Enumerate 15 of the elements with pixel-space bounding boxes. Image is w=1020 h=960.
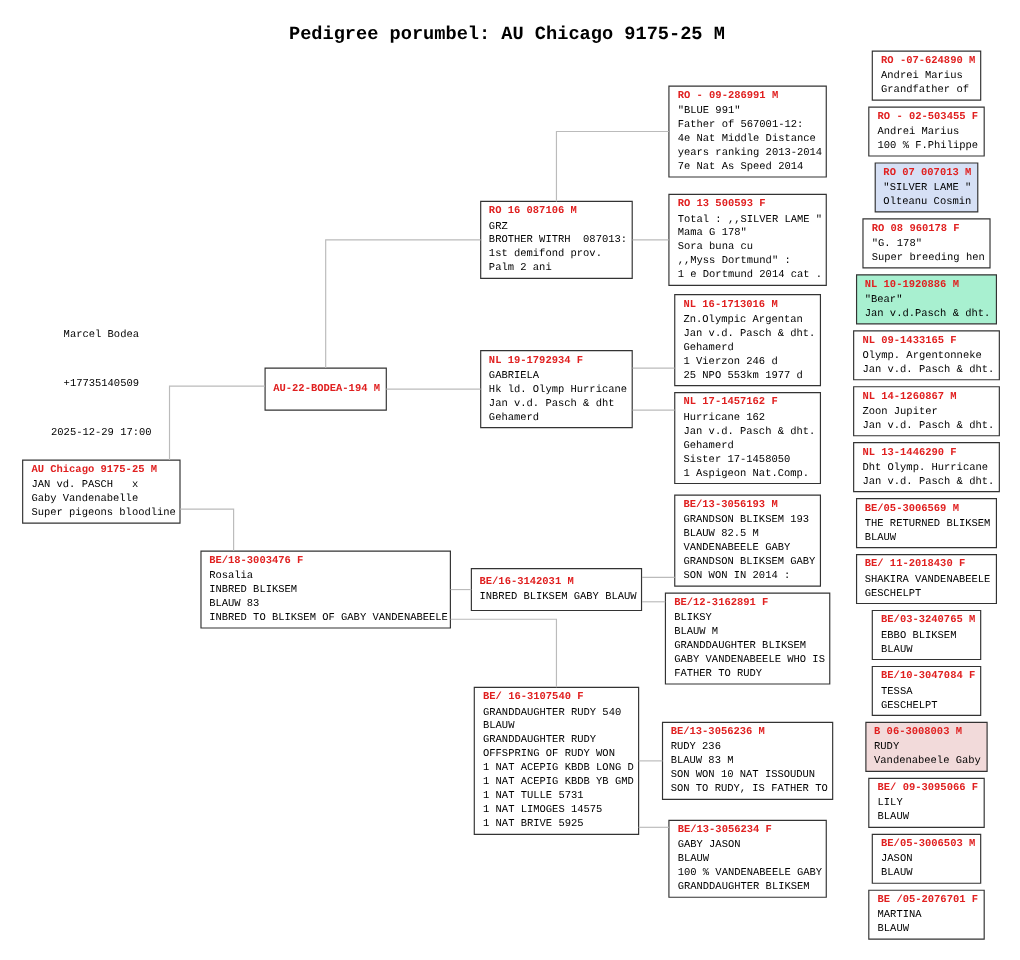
connector xyxy=(640,601,665,603)
connector xyxy=(384,388,481,390)
connector xyxy=(637,760,663,762)
connector xyxy=(448,588,471,591)
connector xyxy=(178,508,234,552)
connector xyxy=(630,409,675,411)
connector xyxy=(637,826,669,828)
connector xyxy=(640,576,675,578)
connector xyxy=(630,367,675,369)
connector xyxy=(324,239,481,369)
connector xyxy=(554,130,669,202)
diagram-title: Pedigree porumbel: AU Chicago 9175-25 M xyxy=(287,23,724,46)
connector xyxy=(630,239,669,241)
connector xyxy=(448,618,557,688)
connector xyxy=(167,385,265,461)
